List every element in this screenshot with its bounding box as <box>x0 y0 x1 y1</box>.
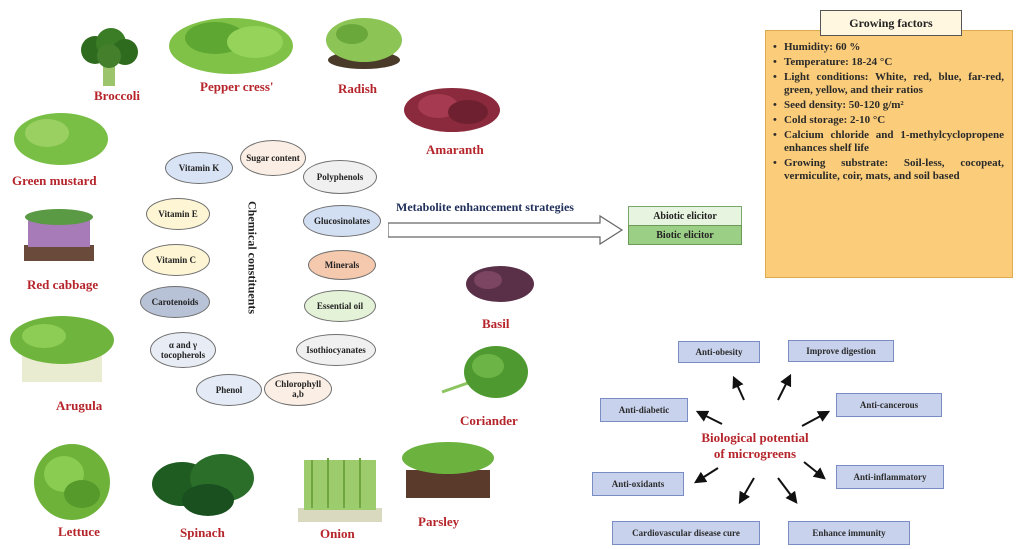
essential-oil-ellipse: Essential oil <box>304 290 376 322</box>
green-mustard-image <box>14 113 108 165</box>
parsley-image <box>402 442 494 498</box>
onion-label: Onion <box>320 526 355 541</box>
growing-factor-item: Seed density: 50-120 g/m² <box>773 99 1004 112</box>
strategy-arrow <box>388 214 624 246</box>
broccoli-image <box>81 28 138 86</box>
anti-obesity-box: Anti-obesity <box>678 341 760 363</box>
arugula-image <box>10 316 114 382</box>
biotic-elicitor-box: Biotic elicitor <box>628 225 742 245</box>
biological-arrows <box>693 373 831 505</box>
anti-diabetic-box: Anti-diabetic <box>600 398 688 422</box>
metabolite-strategies-label: Metabolite enhancement strategies <box>396 200 574 214</box>
basil-label: Basil <box>482 316 510 331</box>
isothiocyanates-ellipse: Isothiocyanates <box>296 334 376 366</box>
onion-image <box>298 458 382 522</box>
green-mustard-label: Green mustard <box>12 173 97 188</box>
amaranth-image <box>404 88 500 132</box>
sugar-content-ellipse: Sugar content <box>240 140 306 176</box>
broccoli-label: Broccoli <box>94 88 140 103</box>
improve-digestion-box: Improve digestion <box>788 340 894 362</box>
arugula-label: Arugula <box>56 398 103 413</box>
spinach-image <box>152 454 254 516</box>
anti-cancerous-box: Anti-cancerous <box>836 393 942 417</box>
parsley-label: Parsley <box>418 514 460 529</box>
lettuce-image <box>34 444 110 520</box>
lettuce-label: Lettuce <box>58 524 100 539</box>
growing-factor-item: Light conditions: White, red, blue, far-… <box>773 71 1004 97</box>
amaranth-label: Amaranth <box>426 142 484 157</box>
chemical-constituents-label: Chemical constituents <box>245 201 260 314</box>
minerals-ellipse: Minerals <box>308 250 376 280</box>
enhance-immunity-box: Enhance immunity <box>788 521 910 545</box>
abiotic-elicitor-box: Abiotic elicitor <box>628 206 742 226</box>
growing-factor-item: Growing substrate: Soil-less, cocopeat, … <box>773 157 1004 183</box>
vitamin-c-ellipse: Vitamin C <box>142 244 210 276</box>
growing-factor-item: Calcium chloride and 1-methylcyclopropen… <box>773 129 1004 155</box>
biological-potential-label: Biological potential of microgreens <box>701 430 809 461</box>
cardiovascular-box: Cardiovascular disease cure <box>612 521 760 545</box>
pepper-cress-image <box>169 18 293 74</box>
vitamin-k-ellipse: Vitamin K <box>165 152 233 184</box>
growing-factors-list: Humidity: 60 % Temperature: 18-24 °C Lig… <box>766 31 1012 183</box>
carotenoids-ellipse: Carotenoids <box>140 286 210 318</box>
anti-inflammatory-box: Anti-inflammatory <box>836 465 944 489</box>
coriander-label: Coriander <box>460 413 518 428</box>
red-cabbage-image <box>24 209 94 261</box>
red-cabbage-label: Red cabbage <box>27 277 99 292</box>
radish-image <box>326 18 402 69</box>
growing-factors-title: Growing factors <box>820 10 962 36</box>
growing-factor-item: Cold storage: 2-10 °C <box>773 114 1004 127</box>
anti-oxidants-box: Anti-oxidants <box>592 472 684 496</box>
growing-factor-item: Temperature: 18-24 °C <box>773 56 1004 69</box>
radish-label: Radish <box>338 81 378 96</box>
spinach-label: Spinach <box>180 525 225 540</box>
pepper-cress-label: Pepper cress' <box>200 79 274 94</box>
glucosinolates-ellipse: Glucosinolates <box>303 205 381 237</box>
polyphenols-ellipse: Polyphenols <box>303 160 377 194</box>
growing-factors-box: Humidity: 60 % Temperature: 18-24 °C Lig… <box>765 30 1013 278</box>
phenol-ellipse: Phenol <box>196 374 262 406</box>
coriander-image <box>441 346 528 398</box>
basil-image <box>466 266 534 302</box>
chlorophyll-ellipse: Chlorophyll a,b <box>264 372 332 406</box>
vitamin-e-ellipse: Vitamin E <box>146 198 210 230</box>
tocopherols-ellipse: α and γ tocopherols <box>150 332 216 368</box>
growing-factor-item: Humidity: 60 % <box>773 41 1004 54</box>
